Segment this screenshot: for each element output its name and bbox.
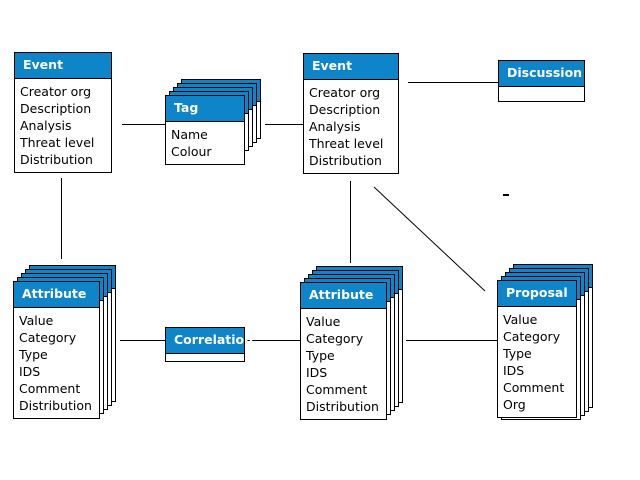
entity-field-list: Value Category Type IDS Comment Distribu… (301, 309, 386, 419)
entity-field: IDS (503, 362, 525, 378)
connector-event-right-to-proposal (373, 186, 486, 292)
entity-field: Category (503, 328, 561, 344)
entity-field: Value (19, 312, 54, 328)
entity-field: Org (503, 396, 526, 412)
entity-field: Comment (503, 379, 565, 395)
entity-field: Distribution (20, 151, 93, 167)
connector-attribute-middle-to-proposal (406, 340, 497, 341)
entity-field-list: Value Category Type IDS Comment Distribu… (14, 308, 99, 418)
entity-field: Value (306, 313, 341, 329)
entity-attribute-middle[interactable]: Attribute Value Category Type IDS Commen… (300, 282, 387, 420)
entity-field: Value (503, 311, 538, 327)
entity-field: Type (306, 347, 335, 363)
entity-field: Analysis (309, 118, 361, 134)
entity-header-title: Correlation (166, 328, 253, 354)
entity-field: Creator org (309, 84, 381, 100)
entity-field: Category (306, 330, 364, 346)
entity-field-list: Creator org Description Analysis Threat … (15, 79, 111, 172)
connector-event-left-to-tag (122, 124, 165, 125)
entity-header-title: Attribute (301, 283, 386, 309)
entity-field-list (166, 354, 244, 361)
entity-field: Distribution (306, 398, 379, 414)
entity-field: Description (20, 100, 92, 116)
connector-event-left-to-attribute-left (61, 178, 62, 259)
entity-field: IDS (19, 363, 41, 379)
entity-discussion[interactable]: Discussion (498, 60, 585, 102)
entity-header-title: Tag (166, 96, 244, 122)
entity-field: Analysis (20, 117, 72, 133)
entity-header-title: Proposal (498, 281, 576, 307)
entity-field: Comment (19, 380, 81, 396)
dash-marker-icon (503, 194, 509, 196)
entity-tag[interactable]: Tag Name Colour (165, 95, 245, 165)
connector-event-right-to-attribute-middle (350, 181, 351, 263)
entity-field: Comment (306, 381, 368, 397)
entity-event-left[interactable]: Event Creator org Description Analysis T… (14, 52, 112, 173)
entity-field-list (499, 87, 584, 101)
entity-field-list: Creator org Description Analysis Threat … (304, 80, 398, 173)
entity-event-right[interactable]: Event Creator org Description Analysis T… (303, 53, 399, 174)
entity-field: Threat level (309, 135, 384, 151)
entity-field: Creator org (20, 83, 92, 99)
entity-field: IDS (306, 364, 328, 380)
entity-header-title: Event (304, 54, 398, 80)
entity-correlation[interactable]: Correlation (165, 327, 253, 362)
entity-attribute-left[interactable]: Attribute Value Category Type IDS Commen… (13, 281, 100, 419)
entity-field: Distribution (19, 397, 92, 413)
entity-field: Distribution (309, 152, 382, 168)
entity-field: Type (19, 346, 48, 362)
entity-field: Description (309, 101, 381, 117)
entity-field-list: Value Category Type IDS Comment Org (498, 307, 576, 417)
entity-header-title: Discussion (499, 61, 584, 87)
entity-proposal[interactable]: Proposal Value Category Type IDS Comment… (497, 280, 577, 418)
entity-field-list: Name Colour (166, 122, 244, 164)
connector-attribute-left-to-correlation (120, 340, 165, 341)
entity-field: Colour (171, 143, 212, 159)
connector-correlation-to-attribute-middle (246, 340, 300, 341)
entity-header-title: Attribute (14, 282, 99, 308)
entity-header-title: Event (15, 53, 111, 79)
entity-field: Threat level (20, 134, 95, 150)
entity-field: Category (19, 329, 77, 345)
connector-event-right-to-discussion (408, 82, 498, 83)
entity-field: Type (503, 345, 532, 361)
connector-tag-to-event-right (265, 124, 303, 125)
entity-field: Name (171, 126, 208, 142)
